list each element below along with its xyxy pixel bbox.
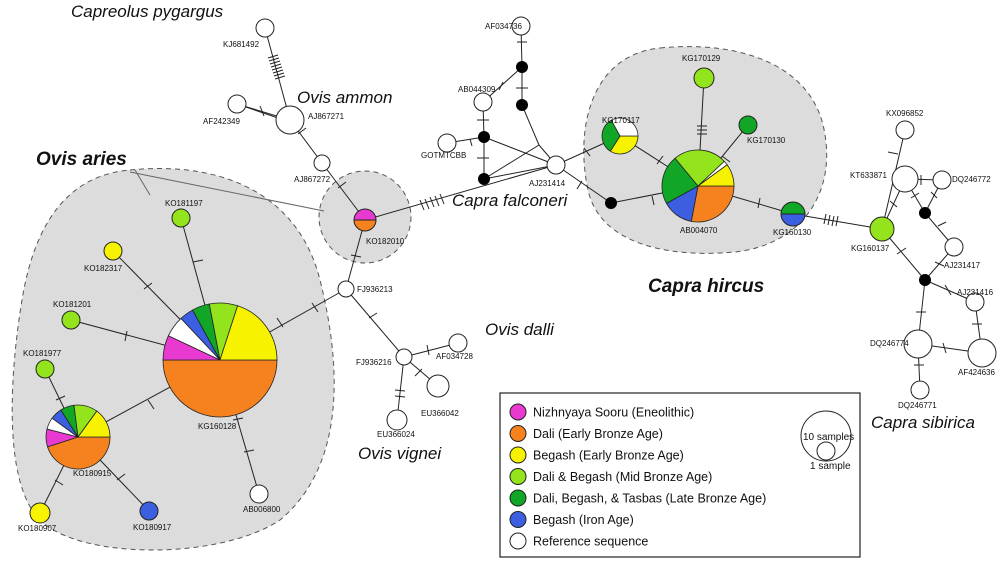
legend-swatch-6: [509, 532, 527, 550]
legend-label-1: Dali (Early Bronze Age): [533, 427, 663, 441]
label-kg160128: KG160128: [198, 422, 237, 431]
label-gotmtcbb: GOTMTCBB: [421, 151, 466, 160]
taxon-capra-falconeri: Capra falconeri: [452, 191, 569, 210]
label-ko180915: KO180915: [73, 469, 112, 478]
label-fj936216: FJ936216: [356, 358, 392, 367]
legend-label-0: Nizhnyaya Sooru (Eneolithic): [533, 406, 694, 420]
label-eu366042: EU366042: [421, 409, 459, 418]
label-aj231417: AJ231417: [944, 261, 981, 270]
size-key-small-label: 1 sample: [810, 461, 851, 472]
capra-hircus-cluster: [583, 46, 828, 254]
legend-label-2: Begash (Early Bronze Age): [533, 449, 684, 463]
legend-swatch-0: [509, 403, 527, 421]
label-ko180907: KO180907: [18, 524, 57, 533]
label-ko182010: KO182010: [366, 237, 405, 246]
pie-slice-ab004070-0: [690, 185, 735, 223]
legend-label-5: Begash (Iron Age): [533, 513, 634, 527]
label-aj867271: AJ867271: [308, 112, 345, 121]
split-nodes: [353, 201, 806, 232]
label-af034728: AF034728: [436, 352, 473, 361]
label-dq246772: DQ246772: [952, 175, 991, 184]
label-af242349: AF242349: [203, 117, 240, 126]
pie-node-ko180915: [45, 404, 111, 470]
pie-slice-ab004070-3: [674, 149, 725, 187]
pie-slice-kg160128-0: [162, 359, 278, 418]
legend: Nizhnyaya Sooru (Eneolithic) Dali (Early …: [499, 392, 861, 558]
pie-slice-ko180915-0: [47, 436, 111, 470]
label-kg170130: KG170130: [747, 136, 786, 145]
median-vectors: [478, 61, 931, 286]
size-key-small: [816, 441, 836, 461]
taxon-ovis-vignei: Ovis vignei: [358, 444, 442, 463]
pie-slice-kg170117-2: [610, 117, 639, 137]
label-kg170129: KG170129: [682, 54, 721, 63]
pie-slice-kg160128-6: [219, 305, 278, 361]
label-kj681492: KJ681492: [223, 40, 260, 49]
label-eu366024: EU366024: [377, 430, 415, 439]
label-aj231416: AJ231416: [957, 288, 994, 297]
label-kg170117: KG170117: [602, 116, 640, 125]
label-ko180917: KO180917: [133, 523, 172, 532]
pie-slice-ko180915-6: [77, 410, 111, 438]
pie-node-ab004070: [661, 149, 735, 223]
pie-node-kg160128: [162, 302, 278, 418]
legend-box: [499, 392, 861, 558]
size-key-large: [800, 410, 852, 462]
sample-labels: KJ681492 AF242349 AJ867271 AJ867272 KO18…: [18, 22, 995, 533]
label-kg160137: KG160137: [851, 244, 890, 253]
label-ko182317: KO182317: [84, 264, 123, 273]
sample-nodes: [29, 67, 895, 524]
taxon-ovis-ammon: Ovis ammon: [297, 88, 392, 107]
legend-label-6: Reference sequence: [533, 535, 648, 549]
mutation-ticks: [54, 41, 982, 486]
label-ko181197: KO181197: [165, 199, 203, 208]
label-af424636: AF424636: [958, 368, 995, 377]
label-af034736: AF034736: [485, 22, 522, 31]
pie-slice-ab004070-5: [696, 164, 735, 187]
label-kg160130: KG160130: [773, 228, 812, 237]
taxon-capreolus-pygargus: Capreolus pygargus: [71, 2, 224, 21]
legend-label-3: Dali & Begash (Mid Bronze Age): [533, 470, 712, 484]
label-aj231414: AJ231414: [529, 179, 566, 188]
legend-swatch-1: [509, 425, 527, 442]
label-ab044309: AB044309: [458, 85, 496, 94]
legend-label-4: Dali, Begash, & Tasbas (Late Bronze Age): [533, 492, 766, 506]
label-ko181977: KO181977: [23, 349, 62, 358]
label-kx096852: KX096852: [886, 109, 924, 118]
label-dq246774: DQ246774: [870, 339, 909, 348]
label-ko181201: KO181201: [53, 300, 92, 309]
reference-nodes: [227, 16, 997, 504]
legend-swatch-4: [509, 489, 527, 507]
label-ab006800: AB006800: [243, 505, 281, 514]
pie-slice-ab004070-2: [661, 157, 699, 204]
size-key-large-label: 10 samples: [803, 432, 854, 443]
taxon-capra-hircus: Capra hircus: [648, 276, 764, 297]
label-aj867272: AJ867272: [294, 175, 331, 184]
label-ab004070: AB004070: [680, 226, 718, 235]
taxon-capra-sibirica: Capra sibirica: [871, 413, 975, 432]
ovis-aries-pointer: [129, 169, 325, 212]
legend-swatch-5: [509, 511, 527, 528]
legend-swatch-3: [509, 468, 527, 485]
taxon-ovis-aries: Ovis aries: [36, 149, 127, 170]
label-fj936213: FJ936213: [357, 285, 393, 294]
legend-swatch-2: [509, 446, 527, 464]
taxon-ovis-dalli: Ovis dalli: [485, 320, 555, 339]
label-dq246771: DQ246771: [898, 401, 937, 410]
label-kt633871: KT633871: [850, 171, 887, 180]
pie-node-kg170117: [601, 117, 639, 155]
